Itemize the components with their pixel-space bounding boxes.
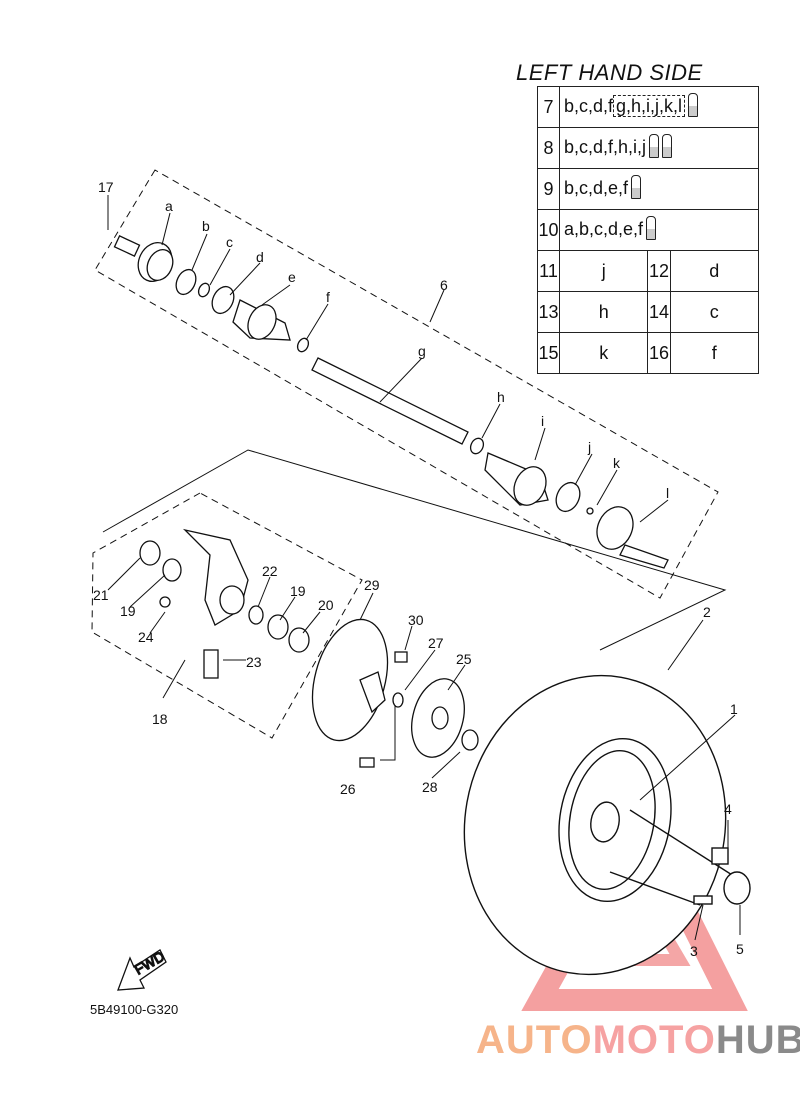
label-a: a [165,198,173,214]
pair-num: 12 [647,250,671,292]
kit-parts: a,b,c,d,e,f [564,218,644,239]
pair-value: h [558,291,649,333]
wheel-tire [463,674,751,976]
kit-parts: b,c,d,f [564,95,614,116]
label-28: 28 [422,779,438,795]
grease-tube-icon [646,216,657,240]
callout-labels: 17 a b c d e f 6 g h i j k l 2 1 4 5 3 2… [93,179,744,959]
label-19a: 19 [120,603,136,619]
kit-parts: b,c,d,e,f [564,177,629,198]
label-l: l [666,485,669,501]
label-24: 24 [138,629,154,645]
pair-value: j [558,250,649,292]
pair-value: c [669,291,760,333]
pair-value: d [669,250,760,292]
label-b: b [202,218,210,234]
kit-parts-boxed: g,h,i,j,k,l [613,94,686,117]
label-25: 25 [456,651,472,667]
label-i: i [541,413,544,429]
label-23: 23 [246,654,262,670]
pair-row: 15 k 16 f [537,332,760,374]
pair-row: 13 h 14 c [537,291,760,333]
label-c: c [226,234,233,250]
pair-num: 13 [537,291,560,333]
grease-tube-icon [662,134,673,158]
kit-row: 8 b,c,d,f,h,i,j [537,127,759,169]
grease-tube-icon [631,175,642,199]
hub-group-outline [102,449,727,651]
label-j: j [587,439,591,455]
label-1: 1 [730,701,738,717]
brand-part-1: AUTO [476,1018,593,1062]
pair-num: 16 [647,332,671,374]
pair-value: f [669,332,760,374]
label-5: 5 [736,941,744,957]
kit-num: 8 [537,127,560,169]
section-title: LEFT HAND SIDE [516,60,703,85]
diagram-code: 5B49100-G320 [90,1002,179,1017]
label-19b: 19 [290,583,306,599]
kit-num: 10 [537,209,560,251]
kit-num: 9 [537,168,560,210]
label-3: 3 [690,943,698,959]
knuckle-parts [139,528,310,679]
brake-disc [311,618,389,742]
kit-row: 10 a,b,c,d,e,f [537,209,759,251]
label-4: 4 [724,801,732,817]
label-g: g [418,343,426,359]
watermark-brand: AUTOMOTOHUB [476,1018,800,1063]
label-d: d [256,249,264,265]
label-6: 6 [440,277,448,293]
label-29: 29 [364,577,380,593]
label-17: 17 [98,179,114,195]
label-21: 21 [93,587,109,603]
label-k: k [613,455,621,471]
kit-parts: b,c,d,f,h,i,j [564,136,647,157]
pair-row: 11 j 12 d [537,250,760,292]
label-27: 27 [428,635,444,651]
grease-tube-icon [688,93,699,117]
grease-tube-icon [649,134,660,158]
fwd-arrow: FWD [117,947,168,991]
pair-num: 15 [537,332,560,374]
label-18: 18 [152,711,168,727]
brand-part-3: HUB [715,1018,800,1062]
label-30: 30 [408,612,424,628]
label-2: 2 [703,604,711,620]
brand-part-2: MOTO [592,1018,716,1062]
kit-num: 7 [537,86,560,128]
label-f: f [326,289,330,305]
kit-row: 9 b,c,d,e,f [537,168,759,210]
label-h: h [497,389,505,405]
label-20: 20 [318,597,334,613]
label-26: 26 [340,781,356,797]
knuckle-boundary [91,492,363,739]
label-e: e [288,269,296,285]
driveshaft-parts [113,235,669,569]
pair-num: 14 [647,291,671,333]
leader-lines [107,195,741,941]
wheel-hub [359,651,479,768]
driveshaft-boundary [94,169,719,599]
pair-value: k [558,332,649,374]
label-22: 22 [262,563,278,579]
pair-num: 11 [537,250,560,292]
